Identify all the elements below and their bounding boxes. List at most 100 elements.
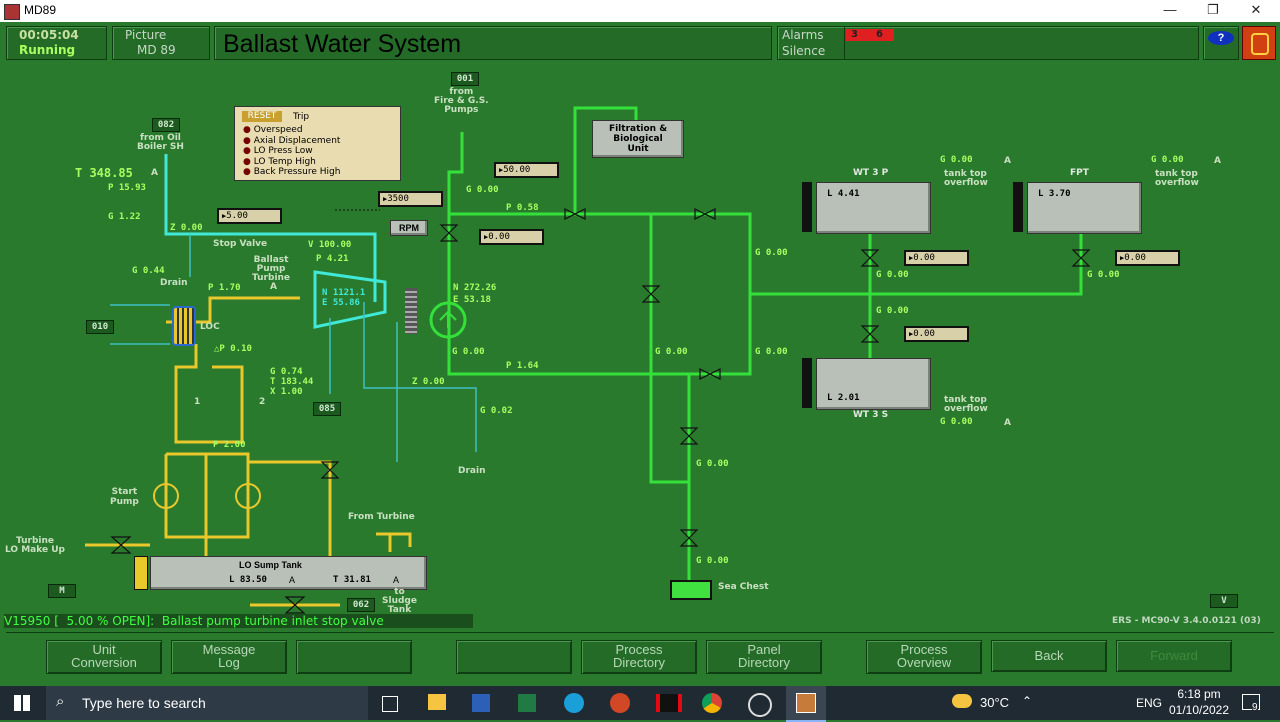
- help-icon[interactable]: ?: [1208, 31, 1234, 45]
- fpt-valve-setpoint[interactable]: 0.00: [1115, 250, 1180, 266]
- z2-value: Z 0.00: [412, 377, 445, 387]
- message-log-button[interactable]: Message Log: [171, 640, 287, 674]
- file-explorer-icon[interactable]: [428, 694, 446, 710]
- unit-conversion-button[interactable]: Unit Conversion: [46, 640, 162, 674]
- chrome-icon[interactable]: [702, 693, 722, 713]
- empty-button[interactable]: [456, 640, 572, 674]
- flow-g: G 0.00: [876, 306, 909, 316]
- filtration-unit[interactable]: Filtration & Biological Unit: [592, 120, 684, 158]
- steam-press: P 15.93: [108, 183, 146, 193]
- valve-setpoint[interactable]: 0.00: [479, 229, 544, 245]
- turbine-label: Ballast Pump Turbine: [252, 255, 291, 283]
- rpm-box[interactable]: RPM: [390, 220, 428, 236]
- num-label: 2: [259, 397, 266, 407]
- rpm-setpoint[interactable]: 3500: [378, 191, 443, 207]
- turbine-gear: [405, 288, 417, 334]
- sim-state: Running: [19, 43, 76, 57]
- weather-icon[interactable]: [952, 694, 972, 708]
- a-label: A: [1214, 156, 1221, 166]
- tag-085[interactable]: 085: [313, 402, 341, 416]
- wt3p-level-bar: [802, 182, 812, 232]
- loc-cooler[interactable]: [172, 306, 196, 346]
- steam-flow: G 1.22: [108, 212, 141, 222]
- tag-062[interactable]: 062: [347, 598, 375, 612]
- process-overview-button[interactable]: Process Overview: [866, 640, 982, 674]
- footer-bar: [6, 632, 1274, 681]
- excel-icon[interactable]: [518, 694, 536, 712]
- trip-item: ● Axial Displacement: [243, 135, 341, 146]
- alarms-label[interactable]: Alarms: [782, 28, 824, 42]
- wt3s-tank[interactable]: L 2.01: [816, 358, 931, 410]
- disch-press: P 0.58: [506, 203, 539, 213]
- turbine-lo-label: Turbine LO Make Up: [5, 536, 65, 555]
- lo-sump-tank[interactable]: LO Sump Tank L 83.50 T 31.81 A A: [150, 556, 427, 590]
- back-button[interactable]: Back: [991, 640, 1107, 672]
- language-indicator[interactable]: ENG: [1136, 696, 1163, 710]
- clock-time[interactable]: 6:18 pm: [1177, 687, 1221, 701]
- clock-date[interactable]: 01/10/2022: [1168, 703, 1230, 717]
- a-label: A: [1004, 156, 1011, 166]
- tag-m[interactable]: M: [48, 584, 76, 598]
- a-label: A: [270, 282, 277, 292]
- tag-v[interactable]: V: [1210, 594, 1238, 608]
- trip-item: ● LO Press Low: [243, 146, 313, 156]
- empty-button[interactable]: [296, 640, 412, 674]
- wt3s-valve-setpoint[interactable]: 0.00: [904, 326, 969, 342]
- close-button[interactable]: ✕: [1250, 2, 1262, 17]
- page-title: Ballast Water System: [223, 30, 462, 58]
- netflix-icon[interactable]: [656, 694, 682, 712]
- steam-setpoint[interactable]: 5.00: [217, 208, 282, 224]
- trip-item: ● LO Temp High: [243, 156, 316, 167]
- sump-level-bar: [134, 556, 148, 590]
- sea-chest-label: Sea Chest: [718, 582, 769, 592]
- word-icon[interactable]: [472, 694, 490, 712]
- picture-id: MD 89: [137, 43, 176, 57]
- md89-taskbar-icon[interactable]: [786, 686, 826, 722]
- fire-valve-setpoint[interactable]: 50.00: [494, 162, 559, 178]
- tag-082[interactable]: 082: [152, 118, 180, 132]
- forward-button[interactable]: Forward: [1116, 640, 1232, 672]
- sim-clock-panel: 00:05:04 Running: [6, 26, 107, 60]
- app-area: 00:05:04 Running Picture MD 89 Ballast W…: [0, 22, 1280, 686]
- filtration-label: Filtration & Biological Unit: [608, 124, 668, 154]
- panel-directory-button[interactable]: Panel Directory: [706, 640, 822, 674]
- version-label: ERS - MC90-V 3.4.0.0121 (03): [1112, 616, 1261, 626]
- weather-temp[interactable]: 30°C: [980, 695, 1010, 710]
- sea-chest[interactable]: [670, 580, 712, 600]
- flow-g: G 0.00: [1151, 155, 1184, 165]
- alarm-counter[interactable]: 3 6: [846, 29, 894, 41]
- a-label: A: [289, 575, 296, 585]
- turbine-inlet-press: P 4.21: [316, 254, 349, 264]
- wt3p-level: L 4.41: [827, 189, 860, 199]
- windows-start-icon[interactable]: [14, 695, 30, 711]
- wt3p-label: WT 3 P: [853, 168, 889, 178]
- tag-010[interactable]: 010: [86, 320, 114, 334]
- process-directory-button[interactable]: Process Directory: [581, 640, 697, 674]
- overflow-label: tank top overflow: [944, 169, 988, 188]
- task-view-icon[interactable]: [382, 696, 398, 712]
- app-icon[interactable]: [748, 693, 772, 717]
- minimize-button[interactable]: —: [1163, 2, 1177, 17]
- wt3p-tank[interactable]: L 4.41: [816, 182, 931, 234]
- drain2-flow: G 0.02: [480, 406, 513, 416]
- pump-e: E 53.18: [453, 295, 491, 305]
- notification-icon[interactable]: [1242, 694, 1260, 710]
- title-panel: Ballast Water System: [214, 26, 772, 60]
- restore-button[interactable]: ❐: [1207, 2, 1219, 17]
- turbine-e: E 55.86: [322, 298, 360, 308]
- wt3p-valve-setpoint[interactable]: 0.00: [904, 250, 969, 266]
- tag-001[interactable]: 001: [451, 72, 479, 86]
- powerpoint-icon[interactable]: [610, 693, 630, 713]
- taskbar-search-box[interactable]: ⌕ Type here to search: [46, 686, 368, 720]
- z-value: Z 0.00: [170, 223, 203, 233]
- reset-button[interactable]: RESET: [242, 111, 282, 122]
- fpt-tank[interactable]: L 3.70: [1027, 182, 1142, 234]
- edge-icon[interactable]: [564, 693, 584, 713]
- fpt-label: FPT: [1070, 168, 1089, 178]
- stop-valve-label: Stop Valve: [213, 239, 268, 249]
- chevron-up-icon[interactable]: ⌃: [1022, 694, 1033, 708]
- silence-label[interactable]: Silence: [782, 44, 826, 58]
- search-placeholder: Type here to search: [82, 695, 206, 711]
- flow-g: G 0.00: [466, 185, 499, 195]
- from-oil-boiler-label: from Oil Boiler SH: [137, 133, 184, 152]
